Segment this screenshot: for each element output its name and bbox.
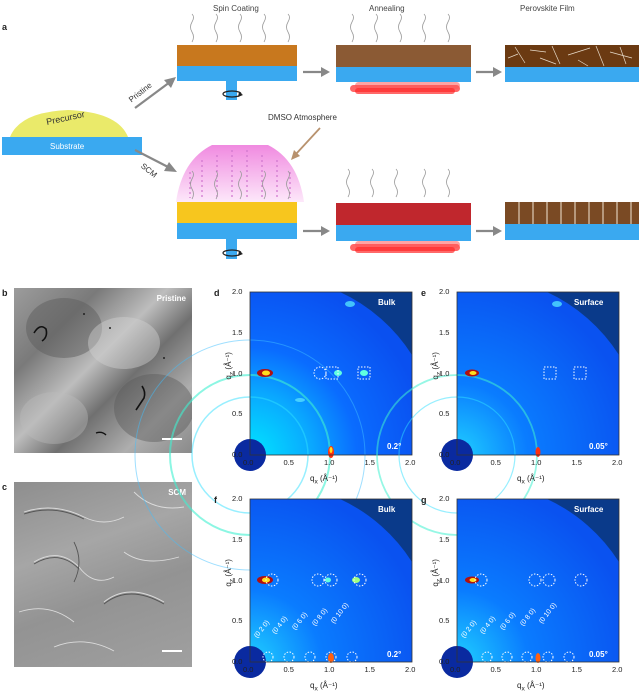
- anneal-scm: [336, 203, 471, 253]
- sem-tag-scm: SCM: [168, 488, 186, 497]
- step-annealing: Annealing: [369, 4, 405, 13]
- xtick-e-3: 1.5: [571, 458, 582, 467]
- xlabel-d: qx (Å⁻¹): [310, 474, 338, 486]
- ytick-f-1: 0.5: [232, 616, 243, 626]
- step-perovskite-film: Perovskite Film: [520, 4, 575, 13]
- xtick-f-3: 1.5: [364, 665, 375, 674]
- ytick-g-0: 0.0: [439, 657, 450, 666]
- ytick-g-2: 1.0: [439, 575, 450, 585]
- ytick-d-3: 1.5: [232, 327, 243, 337]
- ytick-e-3: 1.5: [439, 327, 450, 337]
- step-spin-coating: Spin Coating: [213, 4, 259, 13]
- ytick-e-4: 2.0: [439, 287, 450, 296]
- step-arrow-4: [476, 226, 502, 236]
- step-arrow-1: [303, 67, 330, 77]
- xtick-e-1: 0.5: [490, 458, 501, 467]
- sem-image-pristine: Pristine: [14, 288, 192, 453]
- panel-a-label: a: [2, 22, 8, 32]
- ytick-g-4: 2.0: [439, 494, 450, 503]
- panel-e-label: e: [421, 288, 427, 298]
- giwaxs-plot-g: [441, 498, 620, 678]
- vapor-lines-scm: [190, 168, 450, 200]
- xtick-g-3: 1.5: [571, 665, 582, 674]
- xtick-g-2: 1.0: [531, 665, 542, 674]
- ytick-d-2: 1.0: [232, 368, 243, 378]
- spin-coat-pristine: [177, 45, 297, 100]
- ylabel-g: qz (Å⁻¹): [430, 559, 443, 587]
- plot-g-angle: 0.05°: [589, 650, 608, 659]
- xtick-d-2: 1.0: [324, 458, 335, 467]
- xtick-d-4: 2.0: [405, 458, 416, 467]
- dmso-dome: [176, 145, 304, 202]
- plot-e-tag: Surface: [574, 298, 604, 307]
- ytick-f-3: 1.5: [232, 534, 243, 544]
- xlabel-e: qx (Å⁻¹): [517, 474, 545, 486]
- plot-e-angle: 0.05°: [589, 442, 608, 451]
- giwaxs-plot-e: [376, 291, 620, 536]
- panel-g-label: g: [421, 495, 427, 505]
- panel-b-label: b: [2, 288, 8, 298]
- xtick-g-1: 0.5: [490, 665, 501, 674]
- plot-d-tag: Bulk: [378, 298, 396, 307]
- perovskite-film-scm: [505, 202, 639, 240]
- ylabel-d: qz (Å⁻¹): [223, 352, 236, 380]
- ytick-f-0: 0.0: [232, 657, 243, 666]
- dmso-arrow: [291, 127, 321, 160]
- step-arrow-3: [303, 226, 330, 236]
- xtick-d-1: 0.5: [283, 458, 294, 467]
- xtick-f-0: 0.0: [243, 665, 254, 674]
- dmso-atmosphere-label: DMSO Atmosphere: [268, 113, 337, 122]
- anneal-pristine: [336, 45, 471, 94]
- xtick-f-1: 0.5: [283, 665, 294, 674]
- panel-c-label: c: [2, 482, 8, 492]
- giwaxs-plot-d: [134, 291, 413, 571]
- giwaxs-plot-f: [234, 498, 413, 678]
- plot-f-angle: 0.2°: [387, 650, 402, 659]
- substrate-label: Substrate: [50, 142, 85, 151]
- ytick-e-2: 1.0: [439, 368, 450, 378]
- xlabel-f: qx (Å⁻¹): [310, 681, 338, 693]
- ytick-e-0: 0.0: [439, 450, 450, 459]
- branch-arrow-pristine: [134, 77, 176, 109]
- spin-coat-scm: [177, 202, 297, 259]
- perovskite-film-pristine: [505, 45, 639, 82]
- ytick-d-1: 0.5: [232, 409, 243, 419]
- step-arrow-2: [476, 67, 502, 77]
- plot-g-tag: Surface: [574, 505, 604, 514]
- panel-d-label: d: [214, 288, 220, 298]
- precursor-drop: [10, 110, 128, 137]
- vapor-lines-pristine: [190, 13, 450, 43]
- ytick-g-1: 0.5: [439, 616, 450, 626]
- xtick-e-2: 1.0: [531, 458, 542, 467]
- xtick-f-4: 2.0: [405, 665, 416, 674]
- plot-f-tag: Bulk: [378, 505, 396, 514]
- xlabel-g: qx (Å⁻¹): [517, 681, 545, 693]
- ytick-f-4: 2.0: [232, 494, 243, 503]
- process-schematic: [2, 13, 639, 259]
- ytick-f-2: 1.0: [232, 575, 243, 585]
- xtick-d-0: 0.0: [243, 458, 254, 467]
- xtick-g-0: 0.0: [450, 665, 461, 674]
- ylabel-f: qz (Å⁻¹): [223, 559, 236, 587]
- ytick-d-0: 0.0: [232, 450, 243, 459]
- initial-substrate: [2, 137, 142, 155]
- ylabel-e: qz (Å⁻¹): [430, 352, 443, 380]
- xtick-g-4: 2.0: [612, 665, 623, 674]
- ytick-e-1: 0.5: [439, 409, 450, 419]
- ytick-d-4: 2.0: [232, 287, 243, 296]
- sem-tag-pristine: Pristine: [156, 294, 186, 303]
- panel-f-label: f: [214, 495, 217, 505]
- branch-arrow-scm: [134, 149, 177, 172]
- xtick-e-0: 0.0: [450, 458, 461, 467]
- sem-image-scm: SCM: [14, 482, 192, 667]
- plot-d-angle: 0.2°: [387, 442, 402, 451]
- ytick-g-3: 1.5: [439, 534, 450, 544]
- xtick-e-4: 2.0: [612, 458, 623, 467]
- xtick-f-2: 1.0: [324, 665, 335, 674]
- xtick-d-3: 1.5: [364, 458, 375, 467]
